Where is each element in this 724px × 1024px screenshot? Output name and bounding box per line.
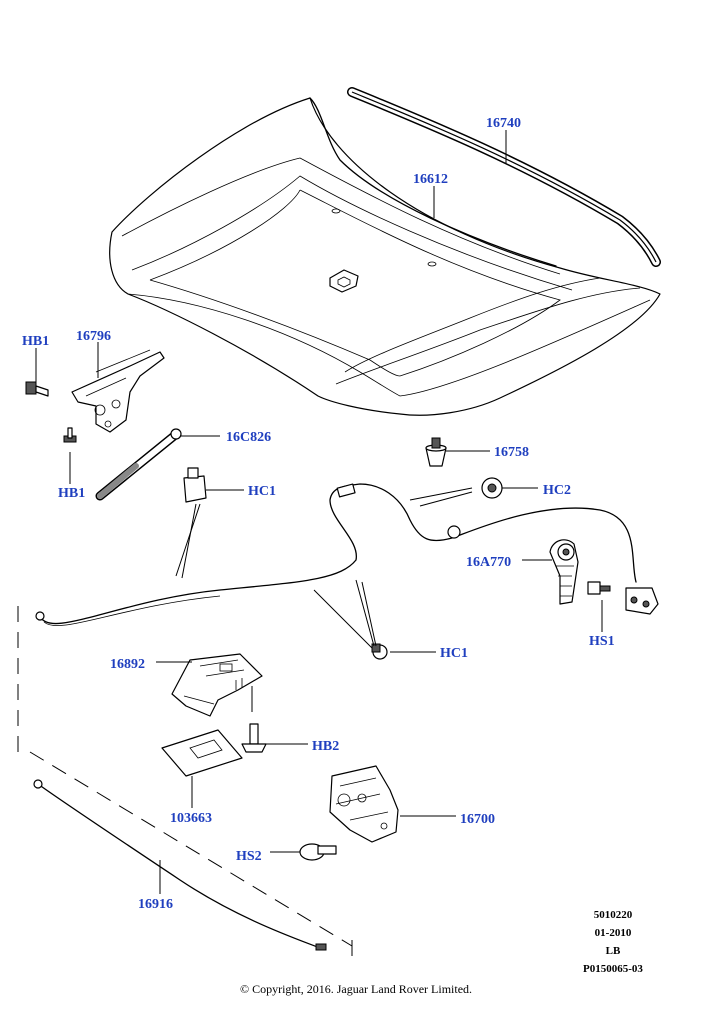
label-16892: 16892 (110, 657, 145, 672)
ref-number: P0150065-03 (583, 963, 643, 975)
hood-hinge (71, 349, 165, 433)
label-hc1-bottom: HC1 (440, 646, 468, 661)
striker-plate (161, 729, 243, 777)
leader-lines (35, 130, 603, 894)
gas-strut (95, 428, 182, 501)
clip-hc2 (481, 477, 503, 499)
ref-side: LB (606, 945, 621, 957)
clip-hc1-top (183, 467, 207, 503)
hood-latch (329, 765, 399, 843)
copyright-notice: © Copyright, 2016. Jaguar Land Rover Lim… (240, 982, 472, 996)
label-hc1-top: HC1 (248, 484, 276, 499)
label-16740: 16740 (486, 116, 521, 131)
diagram-reference: 5010220 01-2010 LB P0150065-03 (583, 909, 643, 975)
secondary-cable (33, 779, 327, 951)
bolt-hb1-top (25, 381, 49, 397)
screw-hs1 (587, 581, 611, 595)
label-hb1-bottom: HB1 (58, 486, 85, 501)
hood-seal-strip (347, 87, 661, 267)
label-hb2: HB2 (312, 739, 339, 754)
hood-panel (109, 97, 661, 416)
label-16a770: 16A770 (466, 555, 511, 570)
label-16758: 16758 (494, 445, 529, 460)
clip-hc1-bottom (371, 643, 388, 660)
part-labels: 16740 16612 HB1 16796 16C826 HB1 HC1 167… (22, 116, 615, 912)
label-16796: 16796 (76, 329, 111, 344)
bolt-hb2 (241, 723, 267, 753)
release-cable (35, 483, 637, 626)
bolt-hs2 (299, 843, 337, 861)
release-handle (549, 539, 579, 605)
hood-striker (171, 653, 263, 717)
ref-date: 01-2010 (595, 927, 632, 939)
bump-stop (425, 437, 447, 467)
label-16916: 16916 (138, 897, 173, 912)
bolt-hb1-bottom (63, 427, 77, 443)
dashed-boundary (17, 606, 353, 958)
cable-bracket (625, 587, 659, 615)
ref-code: 5010220 (594, 909, 633, 921)
label-hs1: HS1 (589, 634, 615, 649)
label-hb1-top: HB1 (22, 334, 49, 349)
label-hs2: HS2 (236, 849, 262, 864)
label-hc2: HC2 (543, 483, 571, 498)
label-16700: 16700 (460, 812, 495, 827)
label-16c826: 16C826 (226, 430, 271, 445)
label-16612: 16612 (413, 172, 448, 187)
label-103663: 103663 (170, 811, 212, 826)
